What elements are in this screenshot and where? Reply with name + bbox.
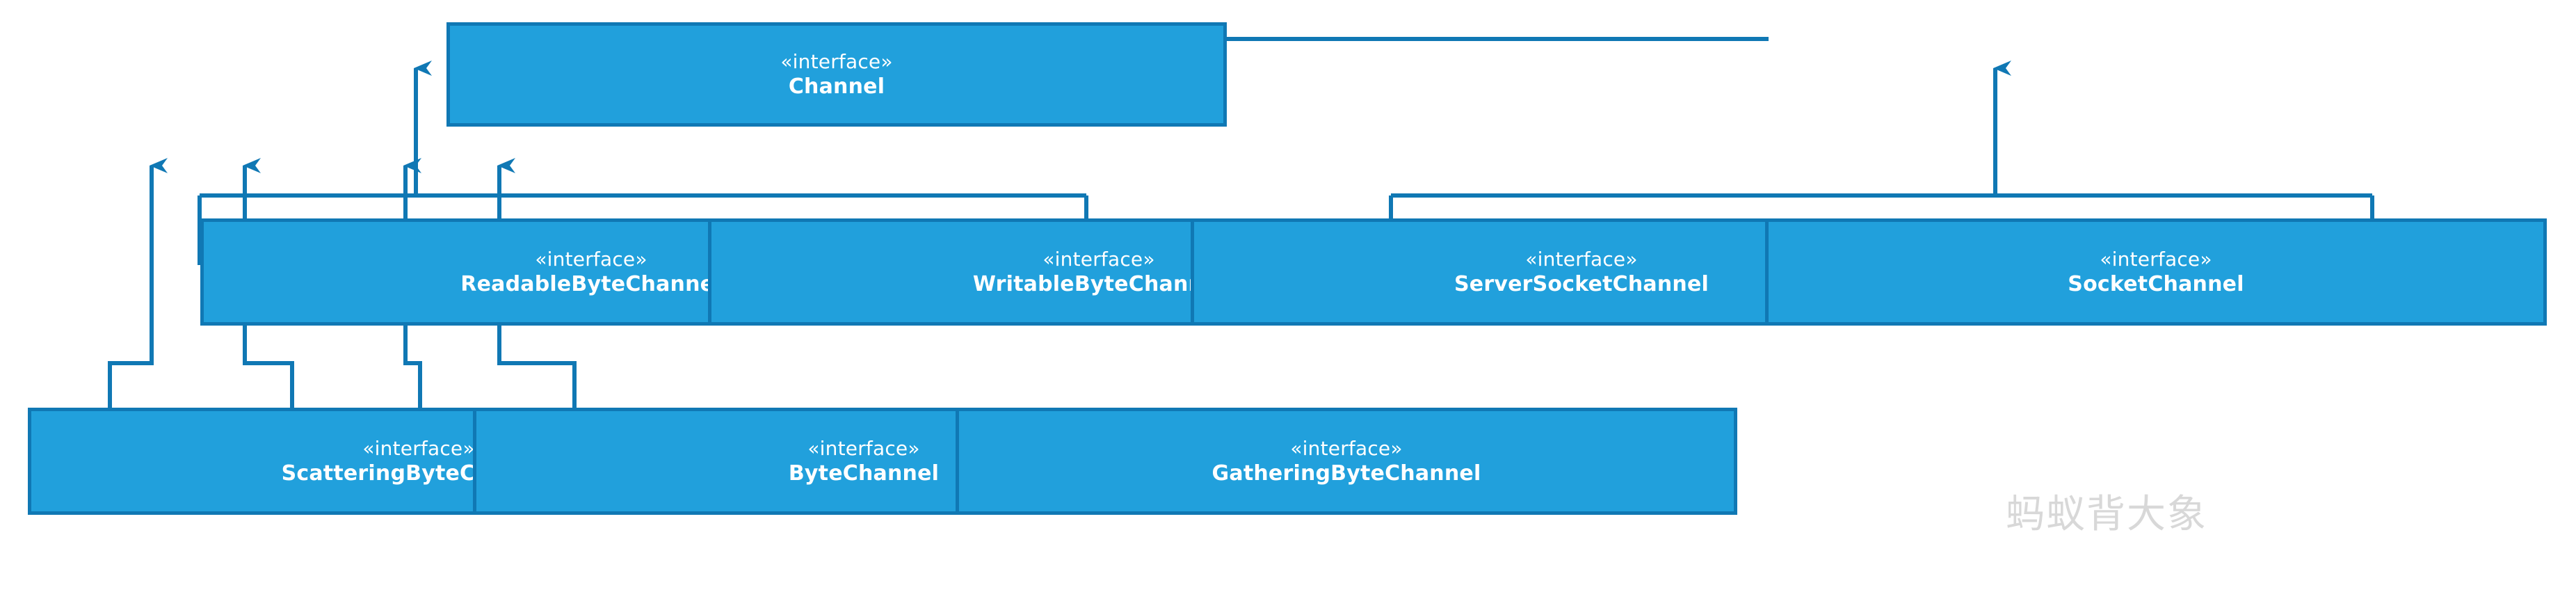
stereotype-label: «interface» <box>1043 247 1155 271</box>
stereotype-label: «interface» <box>362 436 475 460</box>
stereotype-label: «interface» <box>535 247 647 271</box>
edge-scatteringbytechannel-to-readablebytechannel <box>108 158 168 416</box>
uml-node-socketchannel[interactable]: «interface» SocketChannel <box>1765 218 2547 326</box>
class-name: ByteChannel <box>788 461 940 486</box>
watermark-text: 蚂蚁背大象 <box>2006 492 2207 537</box>
stereotype-label: «interface» <box>1525 247 1638 271</box>
class-name: WritableByteChannel <box>972 271 1225 296</box>
uml-node-gatheringbytechannel[interactable]: «interface» GatheringByteChannel <box>956 408 1737 515</box>
stereotype-label: «interface» <box>2100 247 2212 271</box>
stereotype-label: «interface» <box>807 436 920 460</box>
class-name: ReadableByteChannel <box>460 271 722 296</box>
class-name: Channel <box>788 74 885 99</box>
class-name: GatheringByteChannel <box>1211 461 1481 486</box>
class-name: ServerSocketChannel <box>1454 271 1709 296</box>
class-name: SocketChannel <box>2068 271 2244 296</box>
stereotype-label: «interface» <box>780 49 893 73</box>
stereotype-label: «interface» <box>1290 436 1403 460</box>
uml-node-channel[interactable]: «interface» Channel <box>446 22 1227 127</box>
